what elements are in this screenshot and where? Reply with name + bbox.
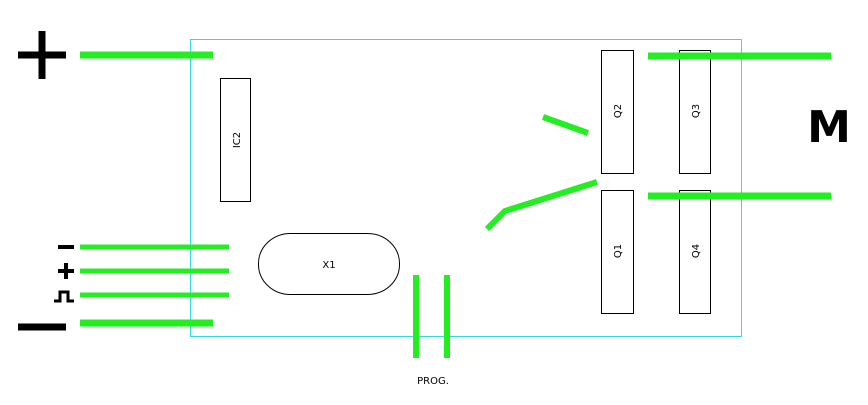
- q1-label: Q1: [613, 244, 624, 258]
- signal-plus-symbol: [58, 263, 74, 279]
- board-outline: [190, 39, 742, 337]
- signal-pulse-symbol: [54, 290, 74, 303]
- component-q4: Q4: [679, 190, 711, 314]
- component-q3: Q3: [679, 50, 711, 174]
- component-x1: X1: [258, 233, 400, 295]
- q3-label: Q3: [691, 104, 702, 118]
- wire-switch-arm: [484, 179, 598, 232]
- wire-switch-stub: [541, 114, 590, 136]
- q2-label: Q2: [613, 104, 624, 118]
- signal-wires: [80, 244, 229, 298]
- component-q1: Q1: [601, 190, 634, 314]
- q4-label: Q4: [691, 244, 702, 258]
- motor-wire-overlay: [648, 52, 831, 200]
- ic2-label: IC2: [232, 132, 243, 148]
- prog-label: PROG.: [417, 376, 449, 387]
- motor-label: M: [807, 102, 851, 153]
- power-plus-symbol: [18, 31, 66, 79]
- component-ic2: IC2: [220, 78, 251, 202]
- component-q2: Q2: [601, 50, 634, 174]
- x1-label: X1: [322, 260, 335, 271]
- wires: [80, 51, 831, 358]
